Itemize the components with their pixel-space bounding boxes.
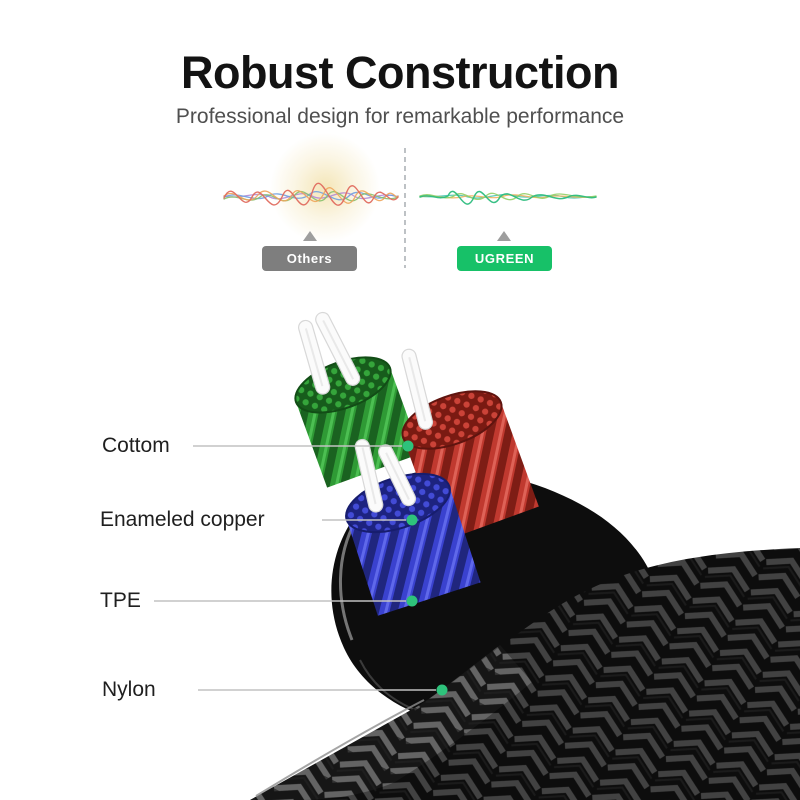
blue-wire-bundle [345, 438, 481, 616]
nylon-dot-icon [436, 684, 448, 696]
cotton-core [401, 348, 434, 430]
label-nylon: Nylon [102, 678, 156, 701]
green-wire-bundle [294, 311, 422, 488]
others-badge: Others [262, 246, 357, 271]
cable-cutaway [250, 311, 800, 800]
nylon-braid-edge-line [255, 699, 425, 797]
page-subtitle: Professional design for remarkable perfo… [175, 105, 625, 128]
copper-dot-icon [406, 514, 418, 526]
callout-dots [402, 440, 448, 696]
callouts [154, 445, 436, 691]
cotton-core [354, 438, 384, 513]
comparison-waveforms [223, 133, 597, 268]
cotton-dot-icon [402, 440, 414, 452]
tpe-dot-icon [406, 595, 418, 607]
ugreen-waveform [419, 190, 597, 205]
tpe-rim-highlight [339, 519, 358, 641]
label-enameled-copper: Enameled copper [100, 508, 265, 531]
ugreen-pointer-triangle-icon [497, 231, 511, 241]
ugreen-badge: UGREEN [457, 246, 552, 271]
label-tpe: TPE [100, 589, 141, 612]
cotton-core [298, 319, 331, 395]
others-waveform [223, 182, 399, 206]
others-pointer-triangle-icon [303, 231, 317, 241]
waveform-glow [270, 133, 380, 243]
page-title: Robust Construction [181, 47, 619, 98]
label-cotton: Cottom [102, 434, 170, 457]
nylon-braid-edge-highlight [250, 645, 532, 800]
cotton-core [315, 311, 361, 386]
